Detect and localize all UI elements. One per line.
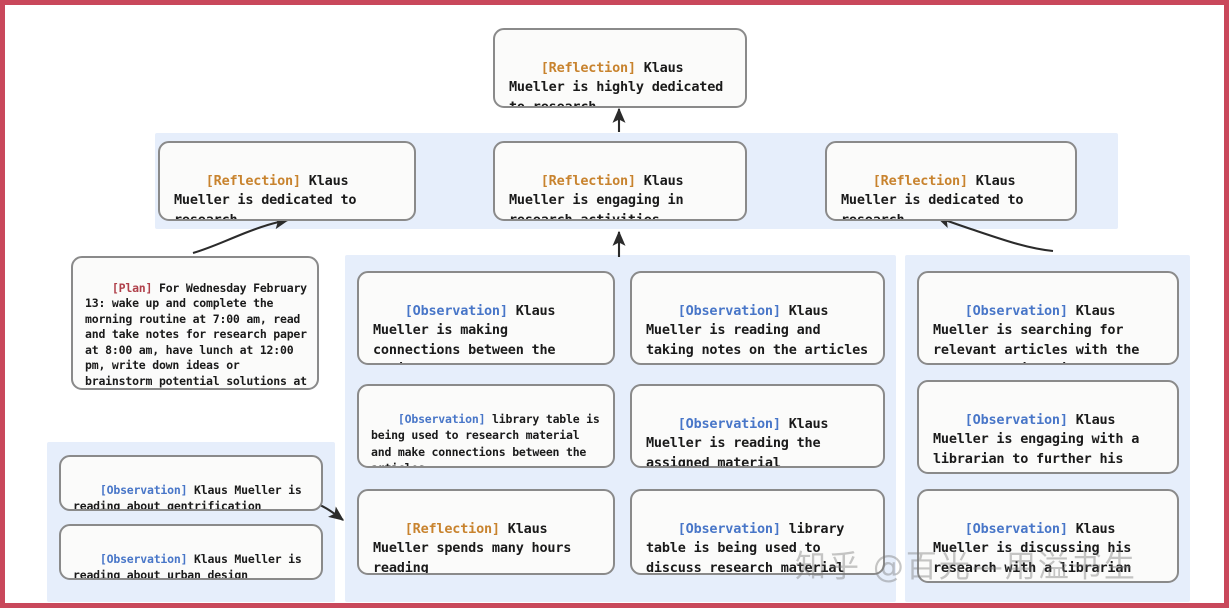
reflection-tag: [Reflection] [404,520,500,537]
observation-tag: [Observation] [99,482,188,497]
observation-tag: [Observation] [99,551,188,566]
observation-tag: [Observation] [964,302,1068,319]
plan-text: For Wednesday February 13: wake up and c… [85,280,307,388]
observation-tag: [Observation] [677,302,781,319]
evidence-text: Klaus Mueller is reading and taking note… [646,302,868,358]
reflection-text: Klaus Mueller is dedicated to research [174,172,365,221]
observation-tag: [Observation] [677,415,781,432]
observation-tag: [Observation] [964,411,1068,428]
evidence-text: Klaus Mueller is reading the assigned ma… [646,415,837,468]
observation-card-urban-design[interactable]: [Observation] Klaus Mueller is reading a… [59,524,323,580]
observation-text: Klaus Mueller is reading about gentrific… [73,482,309,511]
evidence-text: library table is being used to research … [371,411,607,468]
observation-card-gentrification[interactable]: [Observation] Klaus Mueller is reading a… [59,455,323,511]
evidence-card-1-1[interactable]: [Observation] Klaus Mueller is making co… [357,271,615,365]
reflection-text: Klaus Mueller is dedicated to research [841,172,1032,221]
evidence-card-2-3[interactable]: [Observation] library table is being use… [630,489,885,575]
evidence-text: Klaus Mueller is searching for relevant … [933,302,1140,364]
evidence-card-1-2[interactable]: [Observation] library table is being use… [357,384,615,468]
evidence-text: Klaus Mueller spends many hours reading [373,520,580,575]
evidence-card-3-3[interactable]: [Observation] Klaus Mueller is discussin… [917,489,1179,583]
reflection-text: Klaus Mueller is engaging in research ac… [509,172,692,221]
reflection-tag: [Reflection] [540,172,636,189]
evidence-card-1-3[interactable]: [Reflection] Klaus Mueller spends many h… [357,489,615,575]
evidence-text: library table is being used to discuss r… [646,520,853,575]
root-reflection-card[interactable]: [Reflection] Klaus Mueller is highly ded… [493,28,747,108]
evidence-card-2-2[interactable]: [Observation] Klaus Mueller is reading t… [630,384,885,468]
reflection-card-right[interactable]: [Reflection] Klaus Mueller is dedicated … [825,141,1077,221]
reflection-card-left[interactable]: [Reflection] Klaus Mueller is dedicated … [158,141,416,221]
reflection-card-middle[interactable]: [Reflection] Klaus Mueller is engaging i… [493,141,747,221]
observation-tag: [Observation] [397,411,486,426]
plan-tag: [Plan] [111,280,153,295]
root-reflection-text: Klaus Mueller is highly dedicated to res… [509,59,731,108]
plan-card[interactable]: [Plan] For Wednesday February 13: wake u… [71,256,319,390]
observation-tag: [Observation] [964,520,1068,537]
reflection-tag: [Reflection] [205,172,301,189]
evidence-text: Klaus Mueller is discussing his research… [933,520,1140,576]
reflection-tag: [Reflection] [540,59,636,76]
evidence-card-3-2[interactable]: [Observation] Klaus Mueller is engaging … [917,380,1179,474]
evidence-text: Klaus Mueller is making connections betw… [373,302,556,364]
evidence-card-3-1[interactable]: [Observation] Klaus Mueller is searching… [917,271,1179,365]
observation-tag: [Observation] [404,302,508,319]
evidence-text: Klaus Mueller is engaging with a librari… [933,411,1140,473]
reflection-tag: [Reflection] [872,172,968,189]
observation-tag: [Observation] [677,520,781,537]
observation-text: Klaus Mueller is reading about urban des… [73,551,309,580]
evidence-card-2-1[interactable]: [Observation] Klaus Mueller is reading a… [630,271,885,365]
